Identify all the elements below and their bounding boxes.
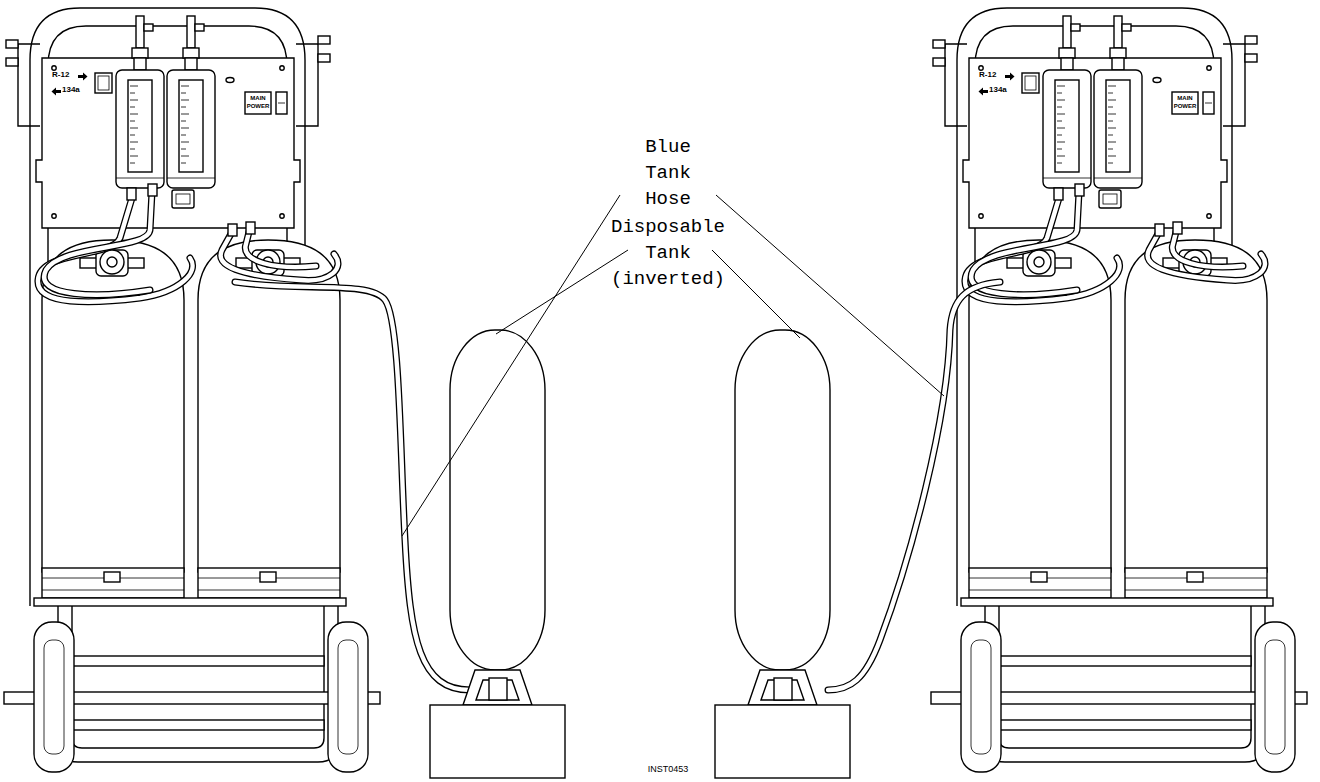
- switch-label: 134a: [989, 85, 1017, 95]
- disposable-tank: [450, 330, 545, 670]
- tank-handle: [463, 670, 532, 705]
- support-block: [430, 705, 565, 778]
- leader-line: [402, 195, 620, 536]
- leader-line: [716, 195, 944, 396]
- disposable-tank: [735, 330, 830, 670]
- callout-label: Blue Tank Hose: [637, 134, 699, 212]
- switch-label: MAIN POWER: [1172, 95, 1198, 110]
- switch-label: R-12: [52, 70, 76, 80]
- switch-label: R-12: [979, 70, 1003, 80]
- blue-tank-hose: [235, 282, 1000, 690]
- switch-label: MAIN POWER: [245, 95, 271, 110]
- tank-valve: [774, 678, 792, 700]
- switch-label: 134a: [62, 85, 90, 95]
- recovery-machine: [4, 8, 380, 772]
- leader-line: [496, 250, 628, 334]
- drawing-number: INST0453: [628, 764, 708, 775]
- tank-valve: [489, 678, 507, 700]
- callout-label: Disposable Tank (inverted): [605, 214, 731, 292]
- support-block: [715, 705, 850, 778]
- tank-handle: [748, 670, 817, 705]
- recovery-machine: [931, 8, 1307, 772]
- leader-line: [712, 250, 800, 338]
